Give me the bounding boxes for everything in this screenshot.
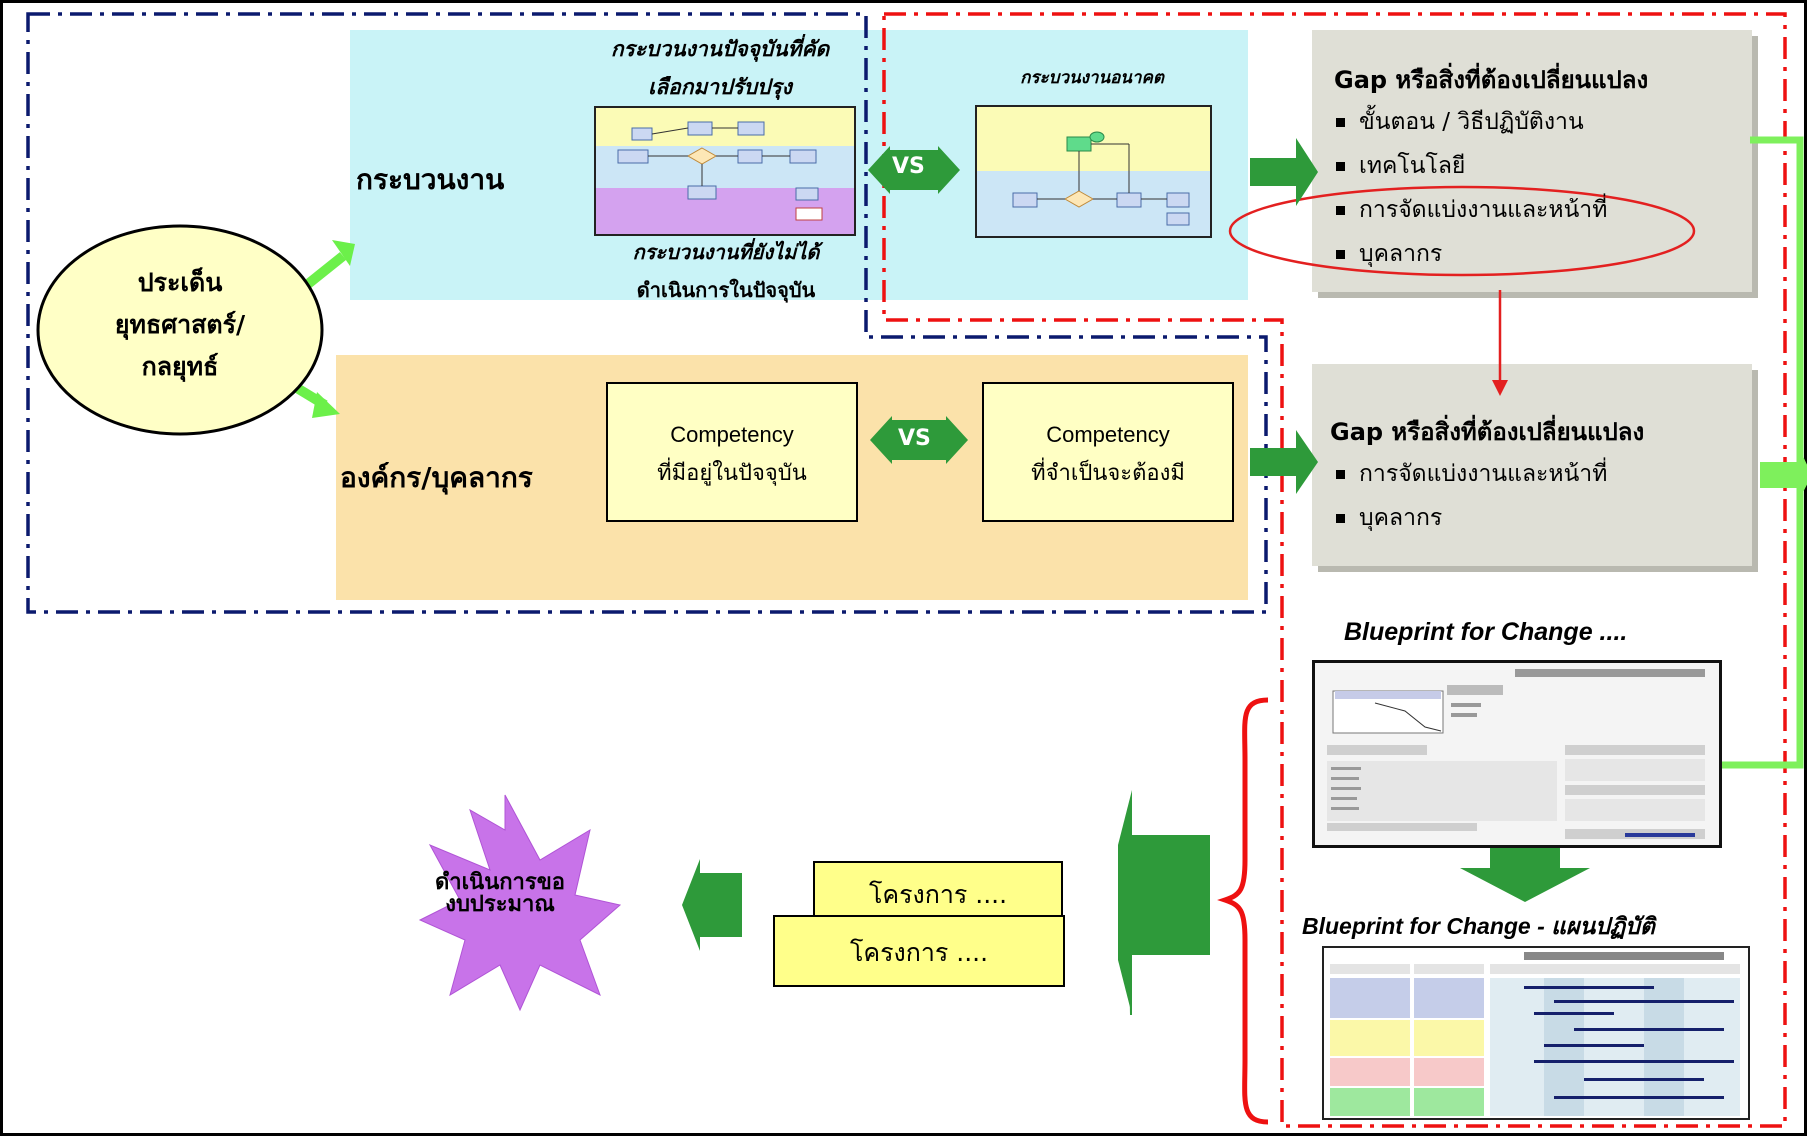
strategy-line-2: ยุทธศาสตร์/	[114, 310, 246, 339]
red-curly-brace	[1217, 697, 1269, 1125]
blueprint-title-1: Blueprint for Change ....	[1344, 618, 1628, 646]
blue-dashed-region	[26, 12, 1268, 614]
future-process-diagram	[975, 105, 1212, 238]
arrow-blueprint-to-projects	[1128, 790, 1210, 1015]
project-box-2: โครงการ ....	[773, 915, 1065, 987]
gap-top-item-2: การจัดแบ่งงานและหน้าที่	[1359, 197, 1608, 223]
vs-label-competency: VS	[898, 426, 931, 451]
arrow-competency-to-gap	[1250, 430, 1318, 494]
bullet-icon	[1336, 513, 1345, 523]
gap-top-item: การจัดแบ่งงานและหน้าที่	[1336, 188, 1607, 232]
gap-bottom-list: การจัดแบ่งงานและหน้าที่ บุคลากร	[1336, 452, 1607, 540]
gap-bottom-item-1: บุคลากร	[1359, 505, 1443, 531]
not-done-process-title: กระบวนงานที่ยังไม่ได้ ดำเนินการในปัจจุบั…	[586, 233, 866, 309]
strategy-line-1: ประเด็น	[137, 268, 223, 297]
gap-top-item-0: ขั้นตอน / วิธีปฏิบัติงาน	[1359, 109, 1584, 135]
gap-top-item: ขั้นตอน / วิธีปฏิบัติงาน	[1336, 100, 1607, 144]
vs-label-process: VS	[892, 154, 925, 179]
not-done-l1: กระบวนงานที่ยังไม่ได้	[632, 240, 820, 264]
process-label: กระบวนงาน	[356, 163, 505, 196]
bullet-icon	[1336, 161, 1345, 171]
gap-box-bottom	[1312, 364, 1752, 566]
green-arrow-up-line	[299, 252, 347, 292]
gap-bottom-item: การจัดแบ่งงานและหน้าที่	[1336, 452, 1607, 496]
current-process-diagram	[594, 106, 856, 236]
gap-top-item-1: เทคโนโลยี	[1359, 153, 1466, 179]
highlight-ellipse	[1228, 185, 1696, 277]
strategy-line-3: กลยุทธ์	[141, 352, 219, 381]
bullet-icon	[1336, 117, 1345, 127]
green-arrow-down-head	[312, 392, 340, 418]
red-dashed-region	[882, 12, 1787, 1128]
gap-bottom-item: บุคลากร	[1336, 496, 1607, 540]
strategy-ellipse	[36, 224, 324, 436]
budget-burst	[418, 794, 622, 1012]
budget-line-1: ดำเนินการขอ	[435, 870, 565, 895]
gap-top-list: ขั้นตอน / วิธีปฏิบัติงาน เทคโนโลยี การจั…	[1336, 100, 1607, 276]
vs-arrow-process	[868, 146, 960, 194]
future-process-title: กระบวนงานอนาคต	[1020, 68, 1164, 88]
blueprint-title-2: Blueprint for Change - แผนปฏิบัติ	[1302, 913, 1655, 939]
not-done-l2: ดำเนินการในปัจจุบัน	[636, 278, 816, 302]
organization-label: องค์กร/บุคลากร	[340, 461, 533, 494]
red-arrow-head	[1492, 380, 1508, 396]
current-process-title: กระบวนงานปัจจุบันที่คัด เลือกมาปรับปรุง	[570, 30, 870, 106]
competency-required-l2: ที่จำเป็นจะต้องมี	[1031, 461, 1185, 486]
gap-bottom-title: Gap หรือสิ่งที่ต้องเปลี่ยนแปลง	[1330, 418, 1645, 446]
gap-top-item: เทคโนโลยี	[1336, 144, 1607, 188]
blueprint-monitor	[1312, 660, 1722, 848]
competency-current-l1: Competency	[670, 422, 794, 447]
light-green-side-arrow	[1760, 450, 1807, 498]
bullet-icon	[1336, 469, 1345, 479]
budget-line-2: งบประมาณ	[445, 892, 555, 917]
competency-required-box: Competency ที่จำเป็นจะต้องมี	[982, 382, 1234, 522]
competency-current-l2: ที่มีอยู่ในปัจจุบัน	[657, 461, 807, 486]
gap-bottom-item-0: การจัดแบ่งงานและหน้าที่	[1359, 461, 1608, 487]
bullet-icon	[1336, 249, 1345, 259]
current-process-title-l2: เลือกมาปรับปรุง	[648, 75, 792, 99]
blueprint-plan	[1322, 946, 1750, 1120]
gap-top-title: Gap หรือสิ่งที่ต้องเปลี่ยนแปลง	[1334, 66, 1649, 94]
budget-label: ดำเนินการขอ งบประมาณ	[380, 872, 620, 916]
competency-current-box: Competency ที่มีอยู่ในปัจจุบัน	[606, 382, 858, 522]
gap-top-item: บุคลากร	[1336, 232, 1607, 276]
light-green-connector	[1716, 136, 1804, 769]
current-process-title-l1: กระบวนงานปัจจุบันที่คัด	[610, 37, 830, 61]
vs-arrow-competency	[870, 416, 968, 464]
arrow-blueprint-down	[1460, 848, 1590, 902]
arrow-process-to-gap	[1250, 138, 1318, 206]
strategy-label: ประเด็น ยุทธศาสตร์/ กลยุทธ์	[60, 262, 300, 388]
competency-required-l1: Competency	[1046, 422, 1170, 447]
gap-box-top	[1312, 30, 1752, 292]
project-label-2: โครงการ ....	[849, 938, 989, 967]
arrow-projects-to-budget	[682, 859, 742, 951]
gap-top-item-3: บุคลากร	[1359, 241, 1443, 267]
project-label-1: โครงการ ....	[868, 880, 1008, 909]
bullet-icon	[1336, 205, 1345, 215]
green-arrow-up-head	[332, 240, 355, 266]
